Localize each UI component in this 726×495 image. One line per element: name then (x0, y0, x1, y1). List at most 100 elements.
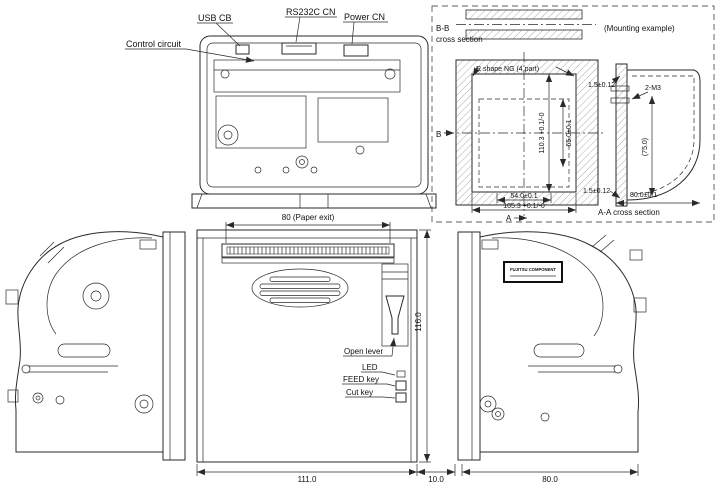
screw-hole (384, 68, 396, 80)
bb-panel-section (465, 9, 583, 20)
left-cover-hatch (47, 246, 65, 264)
left-screw (32, 392, 44, 404)
aa-panel-section (615, 63, 628, 207)
shaft-boss (217, 124, 239, 146)
screw-boss-center (299, 159, 305, 165)
cut-key-label: Cut key (346, 388, 373, 397)
right-lever-pivot (613, 364, 623, 374)
mounting-screw-top (610, 85, 630, 92)
mounting-example-border (431, 5, 715, 223)
aa-printer-profile (626, 69, 701, 201)
cut-key[interactable] (395, 392, 407, 403)
mounting-panel-front: R shape NG (4 part) 110.3 +0.1/-0 65.0±0… (436, 52, 606, 223)
feed-key-callout: FEED key (342, 375, 396, 387)
right-front-plate (457, 231, 481, 461)
nameplate-text: FUJITSU COMPONENT (510, 267, 556, 272)
led-callout: LED (361, 363, 396, 376)
right-screw (491, 407, 505, 421)
bb-subtitle: cross section (436, 35, 483, 44)
paper-exit-slot (221, 243, 395, 258)
right-roll-cover-arc (491, 237, 604, 337)
right-screw-small (540, 412, 550, 422)
dim-m3-leader (631, 91, 649, 100)
usb-label: USB CB (198, 13, 232, 23)
power-label: Power CN (344, 12, 385, 22)
left-mount-tab-lower (7, 389, 19, 403)
tear-bar (226, 246, 390, 255)
mechanism-block-right (317, 97, 389, 143)
feed-key-leader (386, 383, 396, 387)
front-view: Open lever LED FEED key Cut key 80 (Pape… (196, 213, 431, 484)
speaker-vent (251, 268, 349, 308)
side-view-right: FUJITSU COMPONENT (457, 231, 647, 461)
rs232c-connector (281, 42, 317, 55)
cut-key-leader (382, 396, 396, 399)
rs232-callout: RS232C CN (285, 7, 337, 43)
flange-bevel-left (196, 193, 203, 209)
aa-printer-inner-dashed (631, 75, 695, 195)
left-roll-hub (82, 282, 110, 310)
width-dim: 111.0 (196, 464, 418, 484)
dim-75-text: (75.0) (642, 138, 649, 156)
width-dim-text: 111.0 (298, 475, 317, 484)
flange-bevel-right (425, 193, 432, 209)
rs232-label: RS232C CN (286, 7, 336, 17)
right-top-detail (481, 239, 499, 250)
r-shape-leader-left (472, 66, 480, 77)
nameplate-frame (503, 261, 563, 283)
gap-dim-text: 10.0 (428, 475, 444, 484)
vent-hole (254, 166, 262, 174)
right-mount-tab (633, 297, 647, 313)
open-lever[interactable] (385, 295, 405, 335)
dim-110-text: 110.3 +0.1/-0 (539, 112, 546, 153)
left-roll-hub-center (90, 290, 102, 302)
left-roll-cover-arc (46, 237, 153, 335)
nameplate: FUJITSU COMPONENT (503, 261, 563, 283)
right-gear (479, 395, 497, 413)
bb-title: B-B (436, 24, 449, 33)
paper-exit-lip (221, 257, 395, 264)
screw-hole (355, 145, 365, 155)
rs232-leader-line (295, 16, 301, 43)
left-gear (134, 394, 154, 414)
mechanism-block-left (215, 95, 307, 149)
vent-slot (259, 290, 341, 296)
mounting-example-caption: (Mounting example) (604, 24, 675, 33)
right-screw-center (495, 411, 501, 417)
left-lever-pivot (21, 364, 31, 374)
vent-slot (269, 276, 331, 282)
open-lever-callout: Open lever (343, 337, 397, 357)
open-lever-label: Open lever (344, 347, 383, 356)
paper-exit-dim-text: 80 (Paper exit) (282, 213, 335, 222)
vent-slot (259, 283, 341, 289)
led-label: LED (362, 363, 378, 372)
feed-key-label: FEED key (343, 375, 379, 384)
vent-slot (269, 297, 331, 303)
front-body-outline (196, 229, 418, 463)
left-top-detail (139, 239, 157, 250)
section-marker-a: A (506, 214, 512, 223)
mounting-screw-bottom (610, 97, 630, 104)
dim-15-top-text: 1.5±0.12 (588, 82, 615, 89)
dim-15-bottom-text: 1.5±0.12 (583, 188, 610, 195)
left-front-plate (162, 231, 186, 461)
control-circuit-leader-line (185, 48, 255, 63)
control-circuit-callout: Control circuit (125, 39, 255, 63)
bb-cross-section: B-B cross section (436, 9, 596, 44)
left-body-outline (15, 231, 164, 453)
paper-exit-dim: 80 (Paper exit) (225, 213, 391, 243)
dim-m3-text: 2-M3 (645, 85, 661, 92)
printer-outline-dashed (478, 98, 570, 188)
led-leader (381, 371, 396, 376)
side-view-left (5, 231, 186, 461)
feed-key[interactable] (395, 380, 407, 391)
left-handle-slot (57, 343, 111, 358)
gap-dim: 10.0 (417, 464, 456, 484)
bb-printer-section (465, 29, 583, 40)
led-indicator (396, 370, 406, 378)
left-mount-tab-upper (5, 289, 19, 305)
screw-hole (220, 69, 230, 79)
dim-54-text: 54.0±0.1 (510, 193, 537, 200)
top-view-inner-wall (206, 42, 422, 188)
